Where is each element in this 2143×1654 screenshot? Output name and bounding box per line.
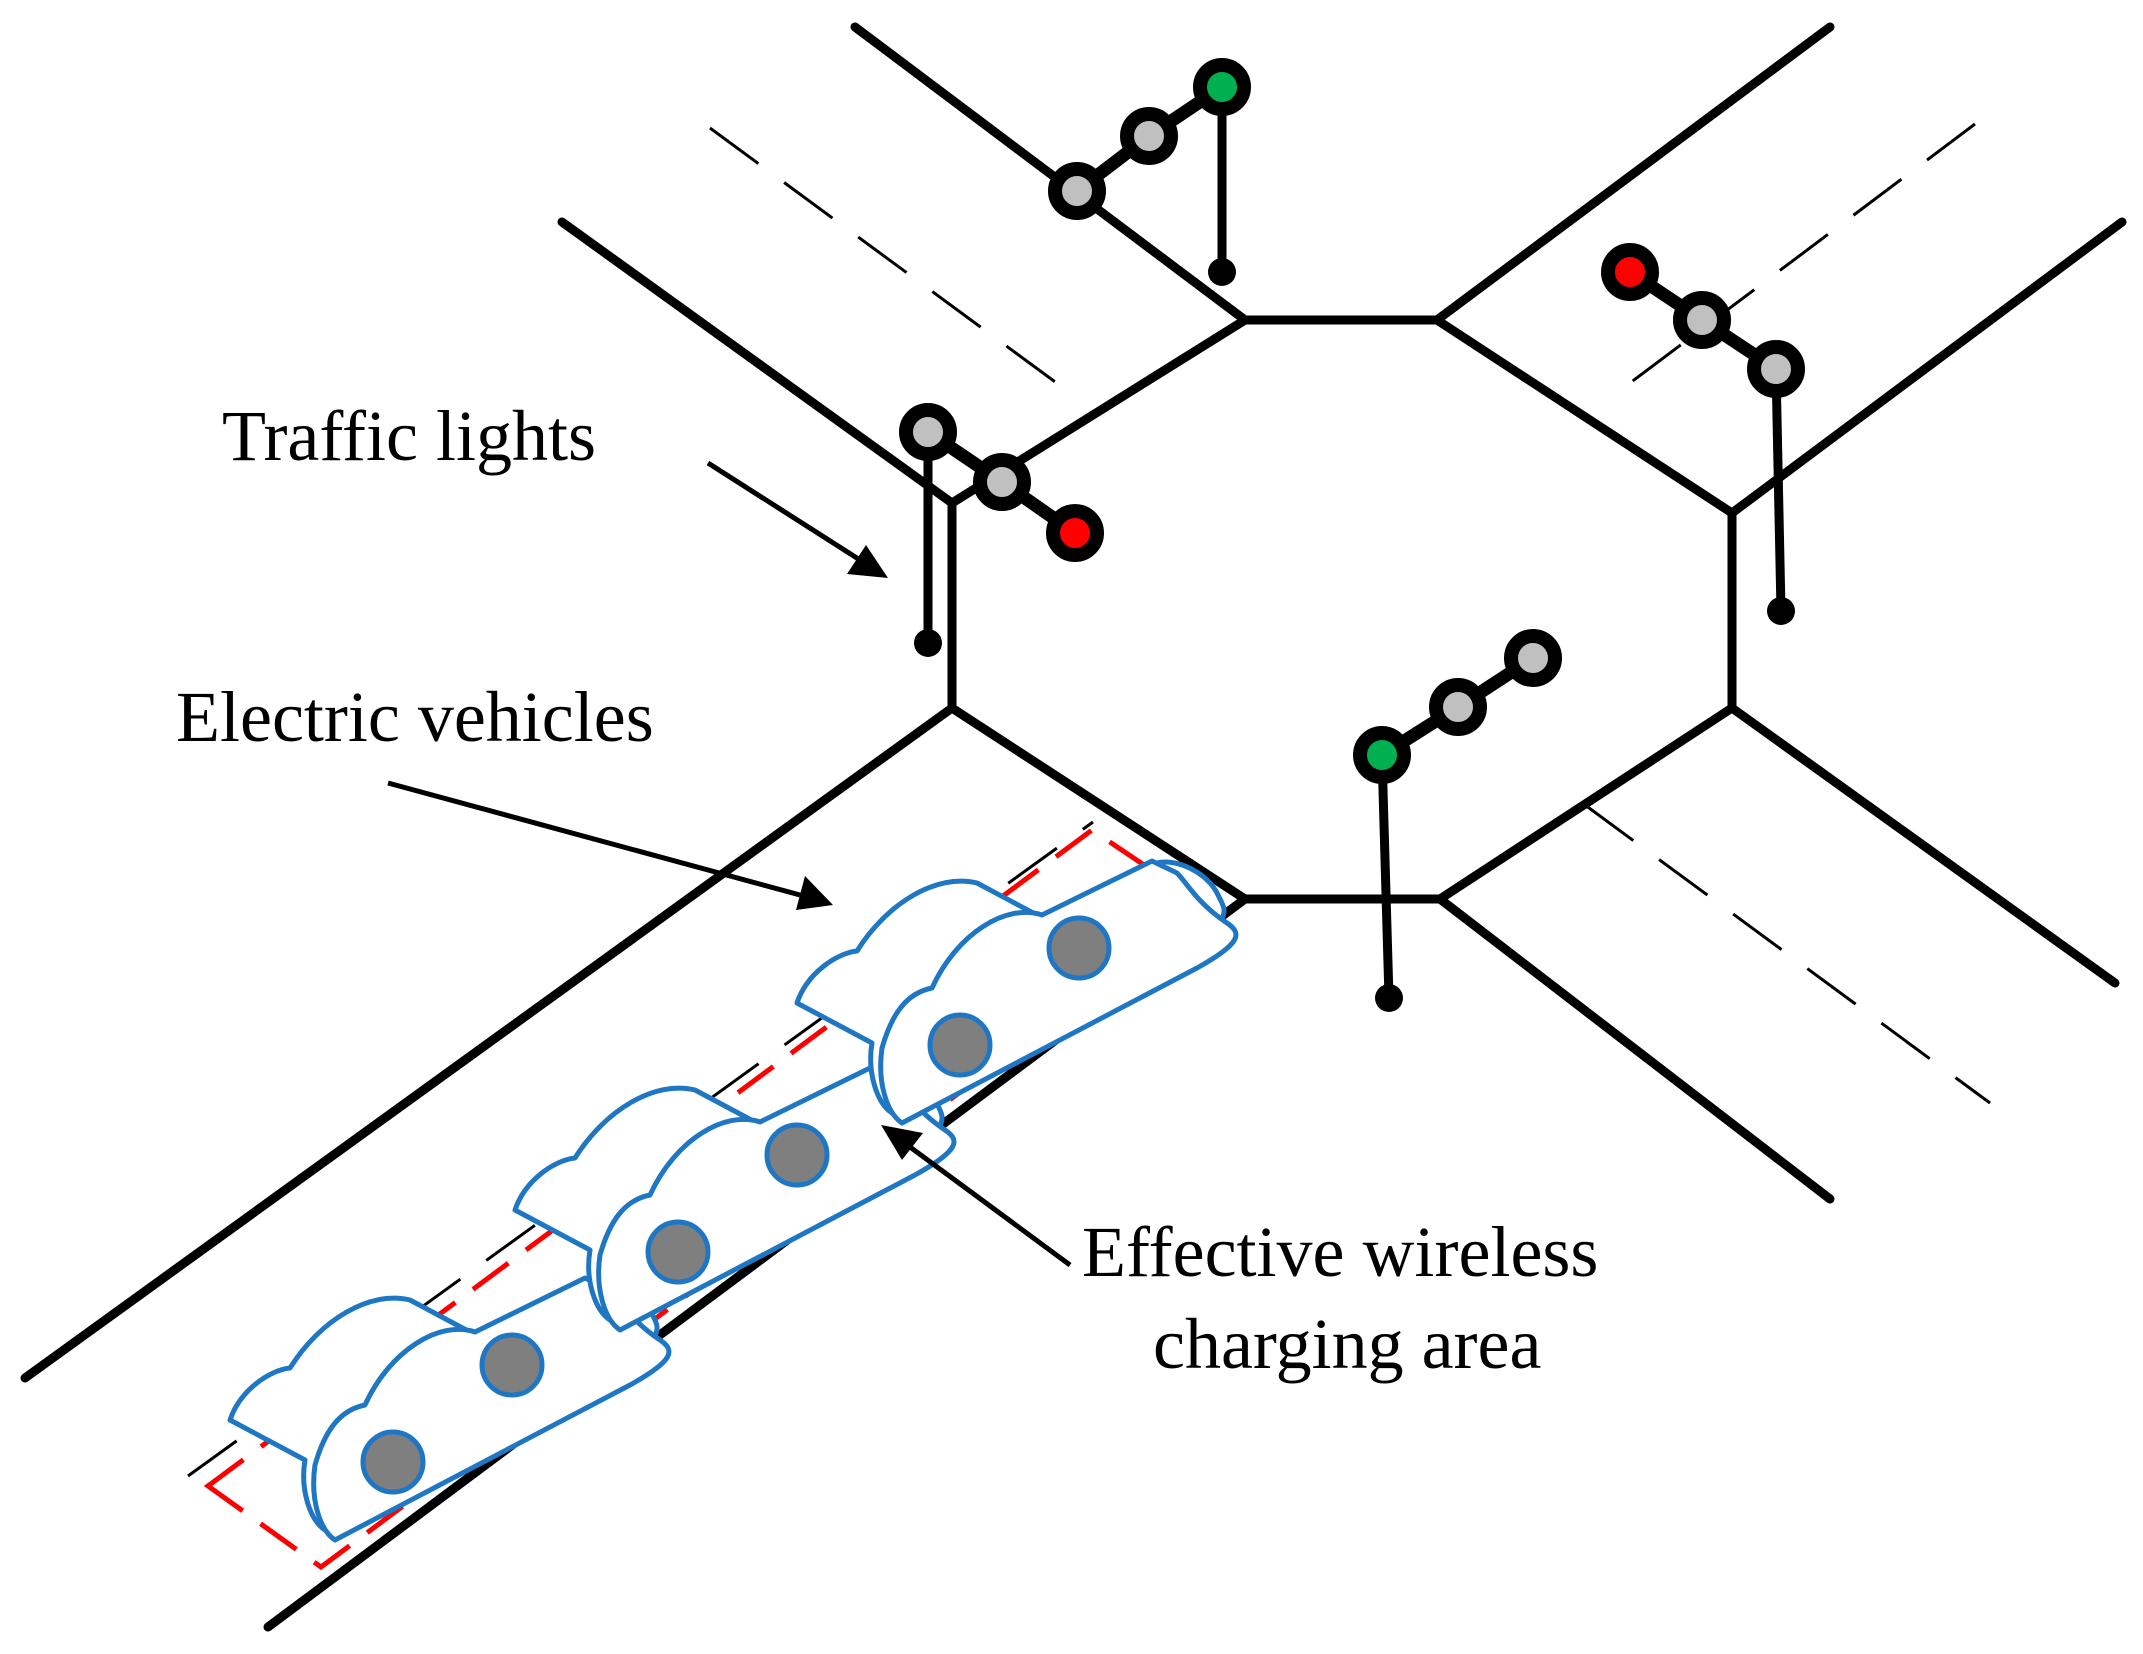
road-north-east-edge <box>1432 22 1835 325</box>
road-east-lower-edge <box>1727 703 2120 988</box>
lamp-off <box>1504 629 1562 687</box>
electric-vehicle-1 <box>227 1275 672 1543</box>
lane-divider-south-east <box>1584 803 1991 1105</box>
lane-divider-north-west <box>709 126 1078 400</box>
traffic-light-east <box>1601 243 1805 625</box>
electric-vehicles-arrow <box>387 780 833 910</box>
charging-area-label-line2: charging area <box>1153 1304 1542 1384</box>
electric-vehicles-label: Electric vehicles <box>176 677 654 757</box>
lamp-off <box>1429 678 1487 736</box>
lamp-off <box>1120 107 1178 165</box>
electric-vehicles <box>227 858 1239 1543</box>
lamp-green <box>1193 58 1251 116</box>
traffic-light-north <box>1048 58 1251 286</box>
wireless-charging-area <box>203 826 1213 1571</box>
lamp-off <box>973 453 1031 511</box>
road-south-east-edge <box>1435 894 1835 1204</box>
pointer-arrows <box>387 460 1072 1268</box>
vehicle-front-wheel <box>360 1429 426 1495</box>
traffic-light-pole-base <box>1375 984 1403 1012</box>
traffic-light-pole-base <box>1208 258 1236 286</box>
vehicle-front-wheel <box>927 1012 993 1078</box>
lamp-red <box>1601 243 1659 301</box>
vehicle-front-wheel <box>645 1219 711 1285</box>
traffic-light-pole <box>1377 750 1394 1003</box>
vehicle-rear-wheel <box>1046 915 1112 981</box>
lamp-green <box>1353 726 1411 784</box>
lamp-off <box>1048 162 1106 220</box>
traffic-light-pole-base <box>914 629 942 657</box>
vehicle-rear-wheel <box>764 1122 830 1188</box>
road-south-west-outer-edge <box>20 703 957 1383</box>
charging-area-label-line1: Effective wireless <box>1082 1212 1599 1292</box>
road-east-upper-edge <box>1727 217 2127 518</box>
traffic-lights-label: Traffic lights <box>222 396 597 476</box>
traffic-light-west <box>899 403 1104 657</box>
road-west-upper-edge <box>557 217 957 508</box>
road-north-west-edge <box>850 22 1250 325</box>
traffic-light-south <box>1353 629 1562 1012</box>
lamp-off <box>899 403 957 461</box>
lamp-off <box>1673 291 1731 349</box>
lamp-off <box>1747 340 1805 398</box>
traffic-lights <box>899 58 1805 1012</box>
vehicle-rear-wheel <box>479 1332 545 1398</box>
electric-vehicle-3 <box>794 858 1239 1126</box>
traffic-light-pole <box>1771 364 1786 616</box>
intersection-octagon <box>947 315 1737 904</box>
lamp-red <box>1046 504 1104 562</box>
traffic-lights-arrow <box>706 460 888 578</box>
charging-area-arrow <box>881 1125 1072 1268</box>
traffic-light-pole-base <box>1767 597 1795 625</box>
lane-divider-north-east <box>1609 122 1976 400</box>
